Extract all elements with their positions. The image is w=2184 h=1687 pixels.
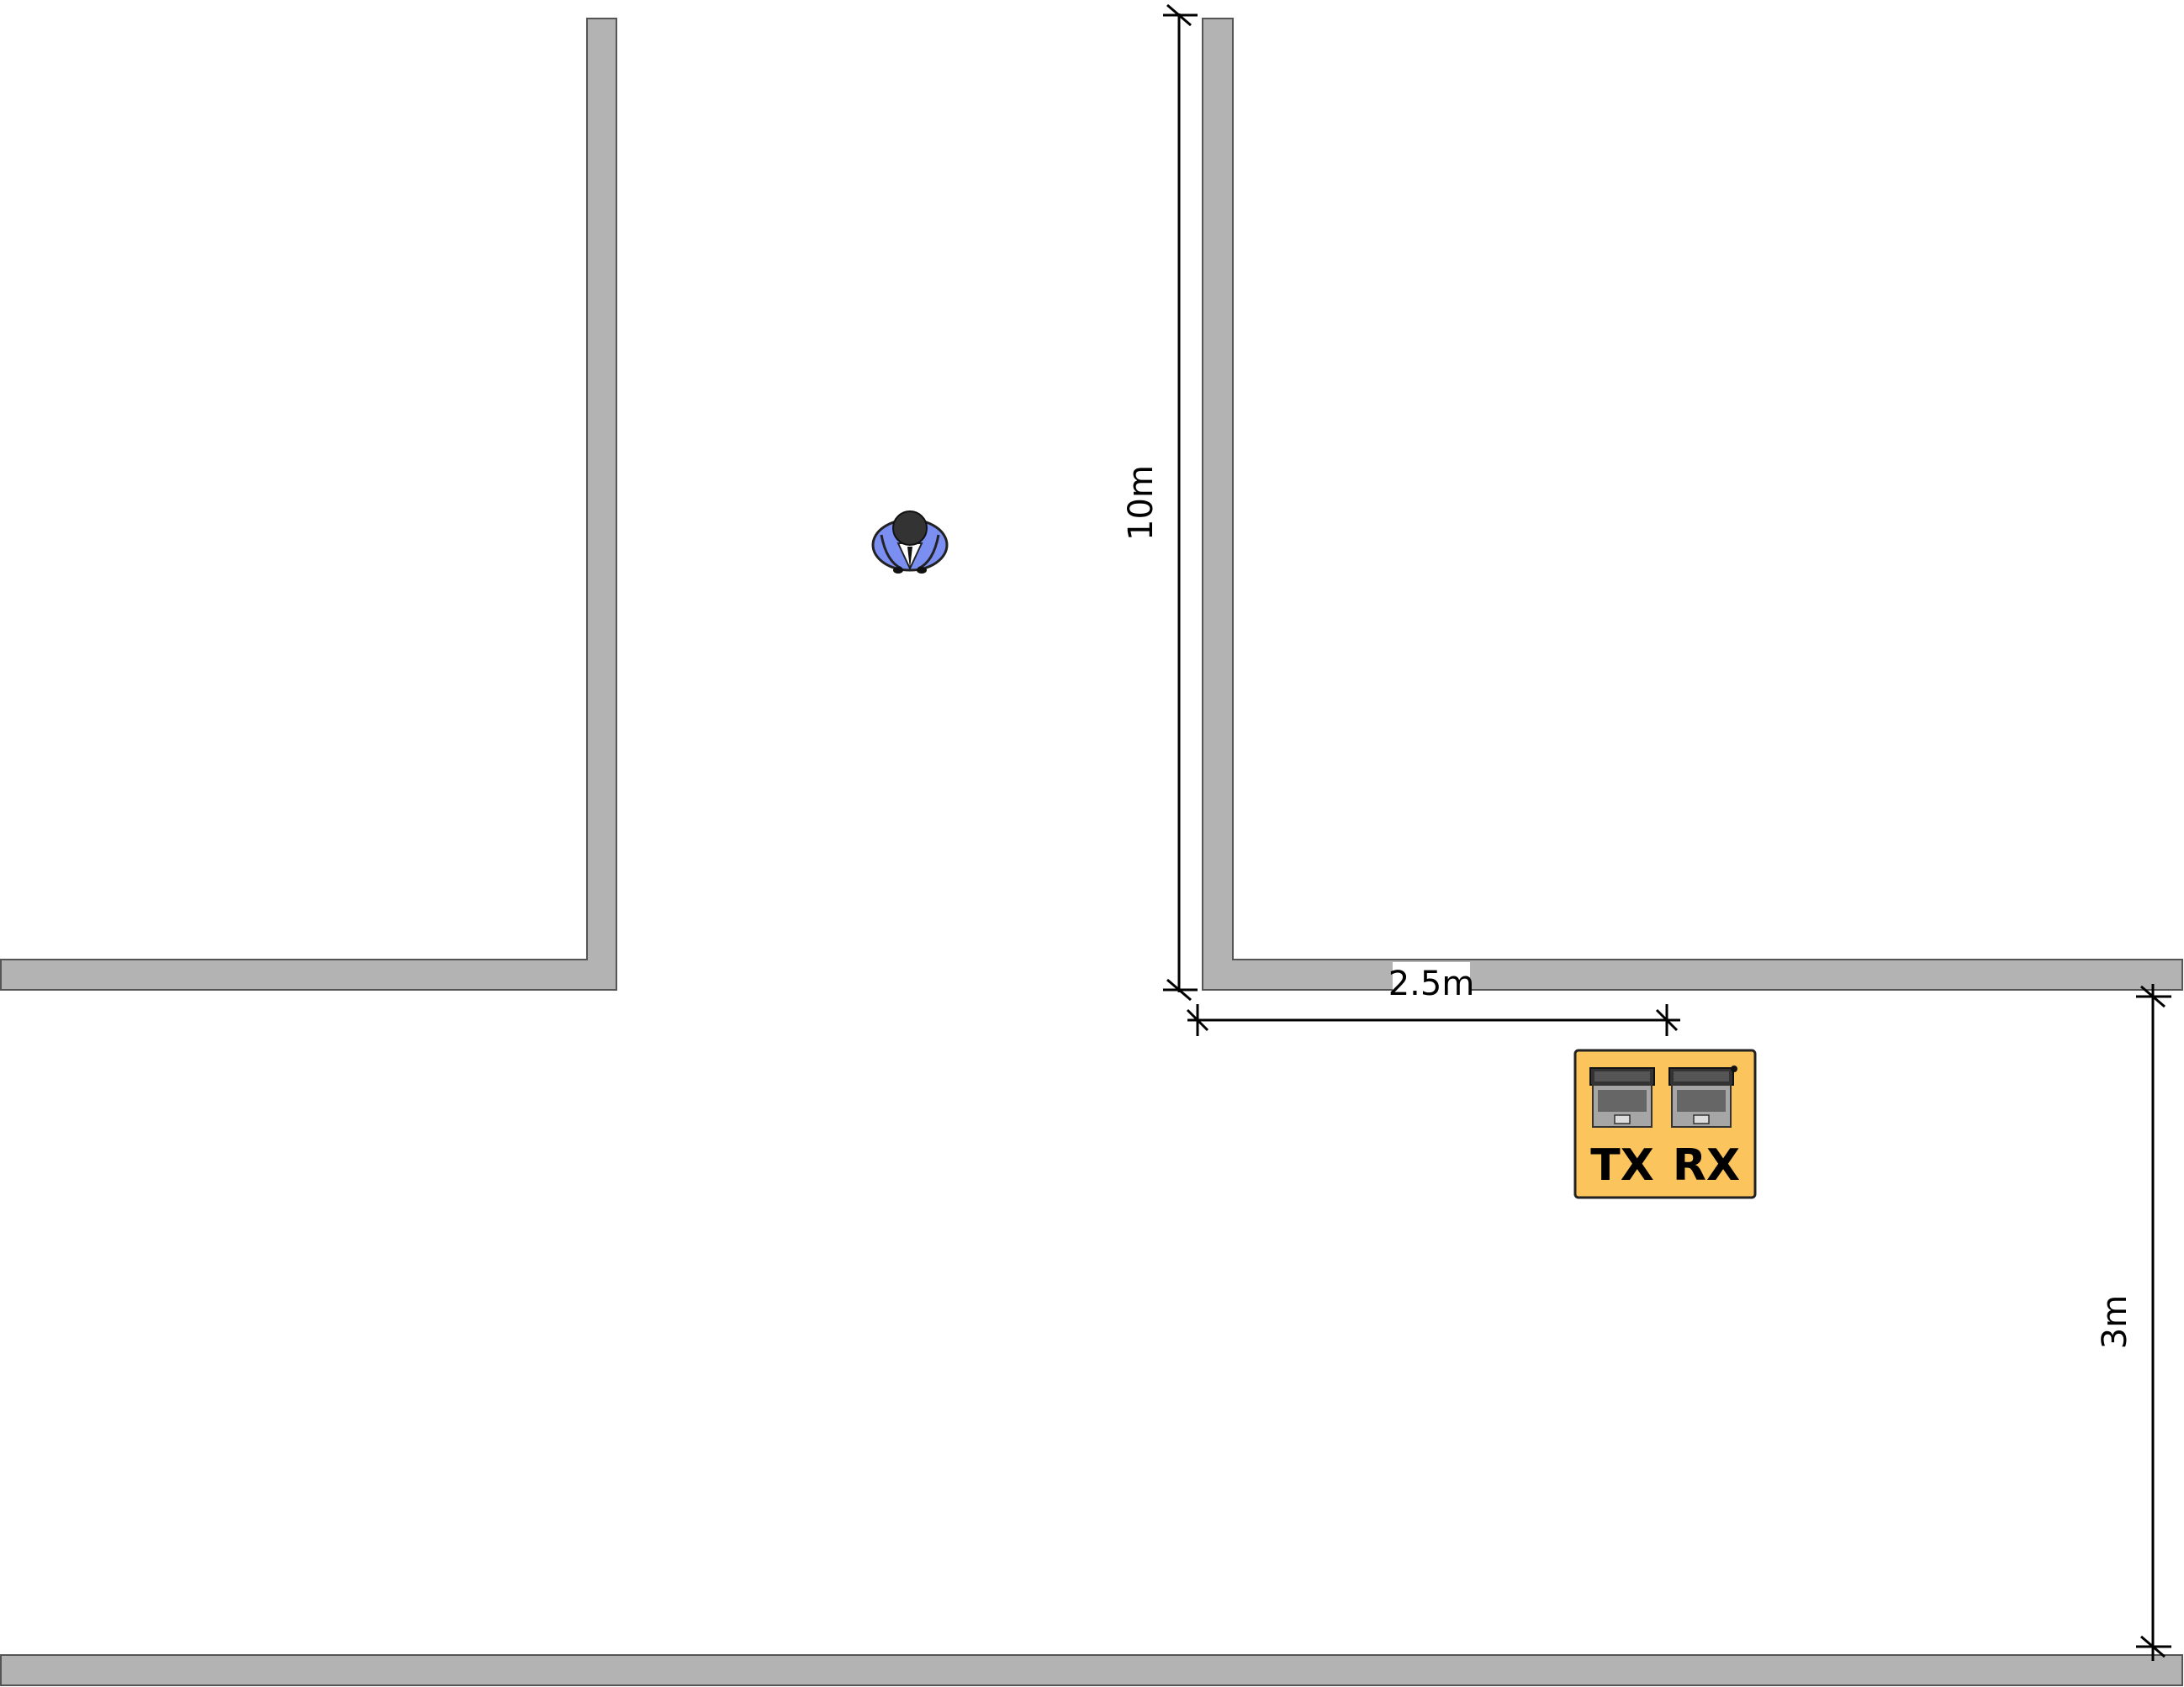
dimension-3m bbox=[2136, 984, 2171, 1661]
tx-label: TX bbox=[1590, 1140, 1654, 1191]
dimension-label-10m: 10m bbox=[1122, 465, 1161, 541]
dimension-label-bg bbox=[1393, 962, 1470, 997]
device-panel: TX RX bbox=[1573, 1049, 1757, 1199]
laptop-icon bbox=[1589, 1067, 1655, 1128]
person-top-view-icon bbox=[871, 510, 949, 574]
dimension-label-3m: 3m bbox=[2096, 1295, 2134, 1349]
wall-left-room bbox=[0, 18, 617, 991]
laptop-icon bbox=[1668, 1066, 1737, 1128]
rx-label: RX bbox=[1673, 1140, 1740, 1191]
dimension-label-2-5m: 2.5m bbox=[1388, 965, 1475, 1003]
wall-right-room bbox=[1202, 18, 2183, 991]
dimension-10m bbox=[1163, 3, 1198, 1002]
wall-bottom bbox=[0, 1654, 2183, 1686]
dimension-2-5m bbox=[1186, 1004, 1680, 1036]
walls bbox=[0, 18, 2183, 1686]
